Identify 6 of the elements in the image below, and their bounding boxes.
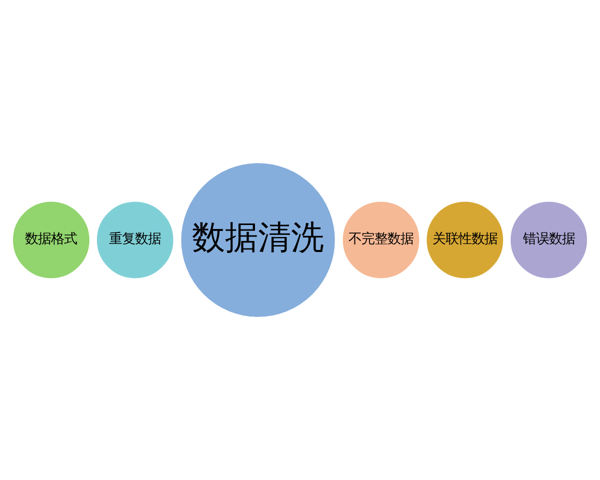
node-circle: 数据清洗	[180, 162, 337, 318]
node-circle: 数据格式	[11, 200, 92, 280]
node-circle: 错误数据	[508, 200, 589, 280]
node-circle: 不完整数据	[341, 200, 421, 280]
node-circle: 关联性数据	[425, 200, 505, 280]
node-circle: 重复数据	[95, 200, 175, 280]
